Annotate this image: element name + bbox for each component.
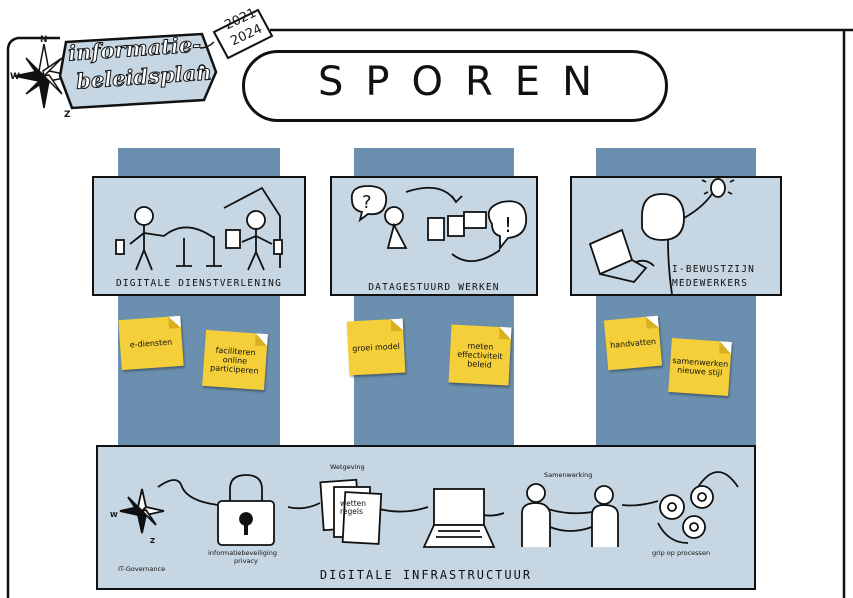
label-privacy: privacy	[234, 557, 258, 565]
year-tag-shape	[199, 8, 274, 60]
compass-rose-icon	[14, 43, 74, 109]
track-label-1: DIGITALE DIENSTVERLENING	[115, 278, 283, 289]
sticky-note-faciliteren: faciliteren online participeren	[202, 329, 268, 391]
label-regels: regels	[340, 507, 363, 516]
svg-text:?: ?	[362, 192, 372, 213]
label-informatiebeveiliging: informatiebeveiliging	[208, 549, 277, 557]
note-text: faciliteren online participeren	[209, 345, 259, 376]
infrastructure-illustration	[119, 471, 739, 548]
note-text: samenwerken nieuwe stijl	[672, 356, 729, 378]
note-text: handvatten	[609, 336, 657, 350]
sticky-note-samenwerken: samenwerken nieuwe stijl	[668, 337, 732, 397]
title-banner: SPOREN	[242, 50, 668, 122]
datagestuurd-illustration: ? !	[350, 185, 528, 262]
sticky-note-meten-effectiviteit: meten effectiviteit beleid	[448, 324, 512, 386]
infra-compass-w: W	[110, 511, 118, 519]
label-wetten: wetten	[340, 499, 366, 508]
infra-compass-z: Z	[150, 537, 156, 545]
label-grip-op-processen: grip op processen	[652, 549, 711, 557]
sticky-note-groei-model: groei model	[346, 318, 406, 376]
plan-tag-shape	[58, 32, 218, 110]
track-card-digitale-dienstverlening: DIGITALE DIENSTVERLENING	[92, 176, 306, 296]
sticky-note-handvatten: handvatten	[603, 315, 663, 371]
infrastructure-title: DIGITALE INFRASTRUCTUUR	[319, 568, 533, 582]
page-title: SPOREN	[318, 59, 614, 105]
track-label-2: DATAGESTUURD WERKEN	[368, 282, 500, 293]
compass-w-label: W	[10, 72, 20, 82]
note-text: groei model	[351, 341, 401, 353]
label-it-governance: IT-Governance	[118, 565, 166, 573]
label-samenwerking: Samenwerking	[544, 471, 593, 479]
track-card-datagestuurd-werken: ? ! DATAGESTUURD WERKEN	[330, 176, 538, 296]
i-bewustzijn-illustration	[588, 178, 735, 295]
compass-n-label: N	[40, 35, 48, 45]
dienstverlening-illustration	[115, 186, 283, 271]
compass-z-label: Z	[64, 110, 71, 120]
label-wetgeving: Wetgeving	[330, 463, 365, 471]
infrastructure-panel: W Z IT-Governance informatiebeveiliging …	[96, 445, 756, 590]
track-card-i-bewustzijn: I-BEWUSTZIJN MEDEWERKERS	[570, 176, 782, 296]
note-text: meten effectiviteit beleid	[457, 340, 503, 370]
svg-text:!: !	[504, 213, 512, 237]
sticky-note-e-diensten: e-diensten	[118, 315, 184, 371]
track-label-3b: MEDEWERKERS	[672, 278, 749, 289]
track-label-3a: I-BEWUSTZIJN	[672, 264, 756, 275]
note-text: e-diensten	[129, 337, 173, 349]
